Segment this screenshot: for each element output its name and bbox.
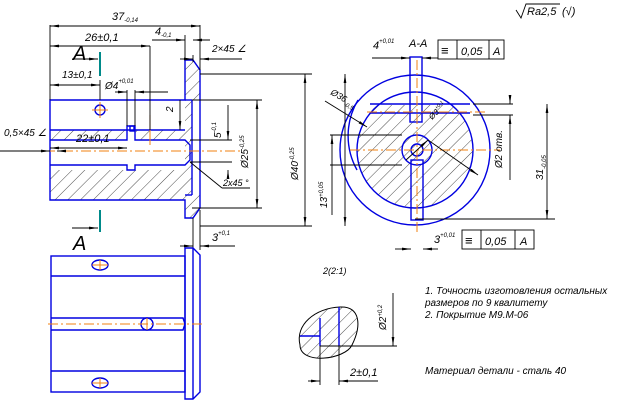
roughness-symbol: Ra2,5 (√) (515, 3, 576, 20)
svg-text:(√): (√) (562, 6, 576, 18)
svg-text:≡: ≡ (465, 233, 473, 248)
notes: 1. Точность изготовления остальных разме… (424, 286, 608, 377)
material-note: Материал детали - сталь 40 (425, 366, 567, 377)
section-a-a-view: Ø36-0,5 Ø3+0,1 Ø2 отв. (324, 56, 505, 232)
section-label-a: A (72, 43, 86, 65)
svg-text:4-0,1: 4-0,1 (155, 26, 171, 39)
svg-text:5-0,1: 5-0,1 (212, 122, 224, 138)
svg-text:37-0,14: 37-0,14 (112, 11, 139, 24)
svg-text:0,5×45 ∠: 0,5×45 ∠ (4, 128, 47, 139)
view-a (48, 247, 202, 400)
section-title: A-A (408, 38, 427, 50)
svg-text:Ra2,5: Ra2,5 (527, 6, 557, 18)
svg-text:2(2:1): 2(2:1) (322, 266, 347, 276)
main-section-view (45, 59, 240, 219)
svg-text:4+0,01: 4+0,01 (373, 39, 394, 52)
svg-text:2: 2 (165, 106, 176, 113)
svg-text:2×45 ∠: 2×45 ∠ (211, 44, 246, 55)
svg-text:≡: ≡ (441, 43, 449, 58)
svg-text:Ø2+0,2: Ø2+0,2 (378, 304, 389, 331)
svg-text:31-0,05: 31-0,05 (535, 155, 548, 180)
section-dimensions: 4+0,01 A-A 13+0,05 31-0,05 3+0,01 (319, 38, 555, 251)
note-2: 2. Покрытие М9.М-06 (424, 310, 529, 321)
section-label-a: A (72, 233, 86, 255)
main-dimensions: 37-0,14 26±0,1 4-0,1 2×45 ∠ 13±0,1 Ø4+0,… (0, 11, 312, 250)
svg-text:13±0,1: 13±0,1 (62, 70, 93, 81)
svg-text:26±0,1: 26±0,1 (84, 32, 119, 44)
svg-text:Ø40-0,25: Ø40-0,25 (290, 147, 301, 181)
svg-text:Ø2 отв.: Ø2 отв. (494, 130, 505, 169)
svg-text:2x45 °: 2x45 ° (222, 178, 249, 188)
svg-text:2±0,1: 2±0,1 (349, 367, 377, 379)
note-1: 1. Точность изготовления остальных (425, 286, 608, 297)
svg-text:A: A (492, 46, 500, 58)
section-marker-top: A (72, 43, 101, 76)
svg-text:0,05: 0,05 (485, 236, 507, 248)
svg-text:3+0,1: 3+0,1 (212, 231, 230, 244)
tolerance-frame-top: ≡ 0,05 A (437, 39, 505, 60)
svg-text:22±0,1: 22±0,1 (75, 133, 110, 145)
svg-text:0,05: 0,05 (461, 46, 483, 58)
svg-text:13+0,05: 13+0,05 (319, 181, 330, 208)
tolerance-frame-bottom: ≡ 0,05 A (461, 229, 535, 250)
svg-text:Ø4+0,01: Ø4+0,01 (104, 79, 134, 92)
note-1-cont: размеров по 9 квалитету (424, 298, 548, 309)
svg-text:Ø25-0,25: Ø25-0,25 (240, 135, 251, 169)
section-marker-bottom: A (72, 210, 101, 255)
svg-text:3+0,01: 3+0,01 (434, 233, 455, 246)
svg-text:A: A (519, 236, 527, 248)
detail-view: 2(2:1) 2±0,1 Ø2+0,2 (298, 266, 397, 385)
